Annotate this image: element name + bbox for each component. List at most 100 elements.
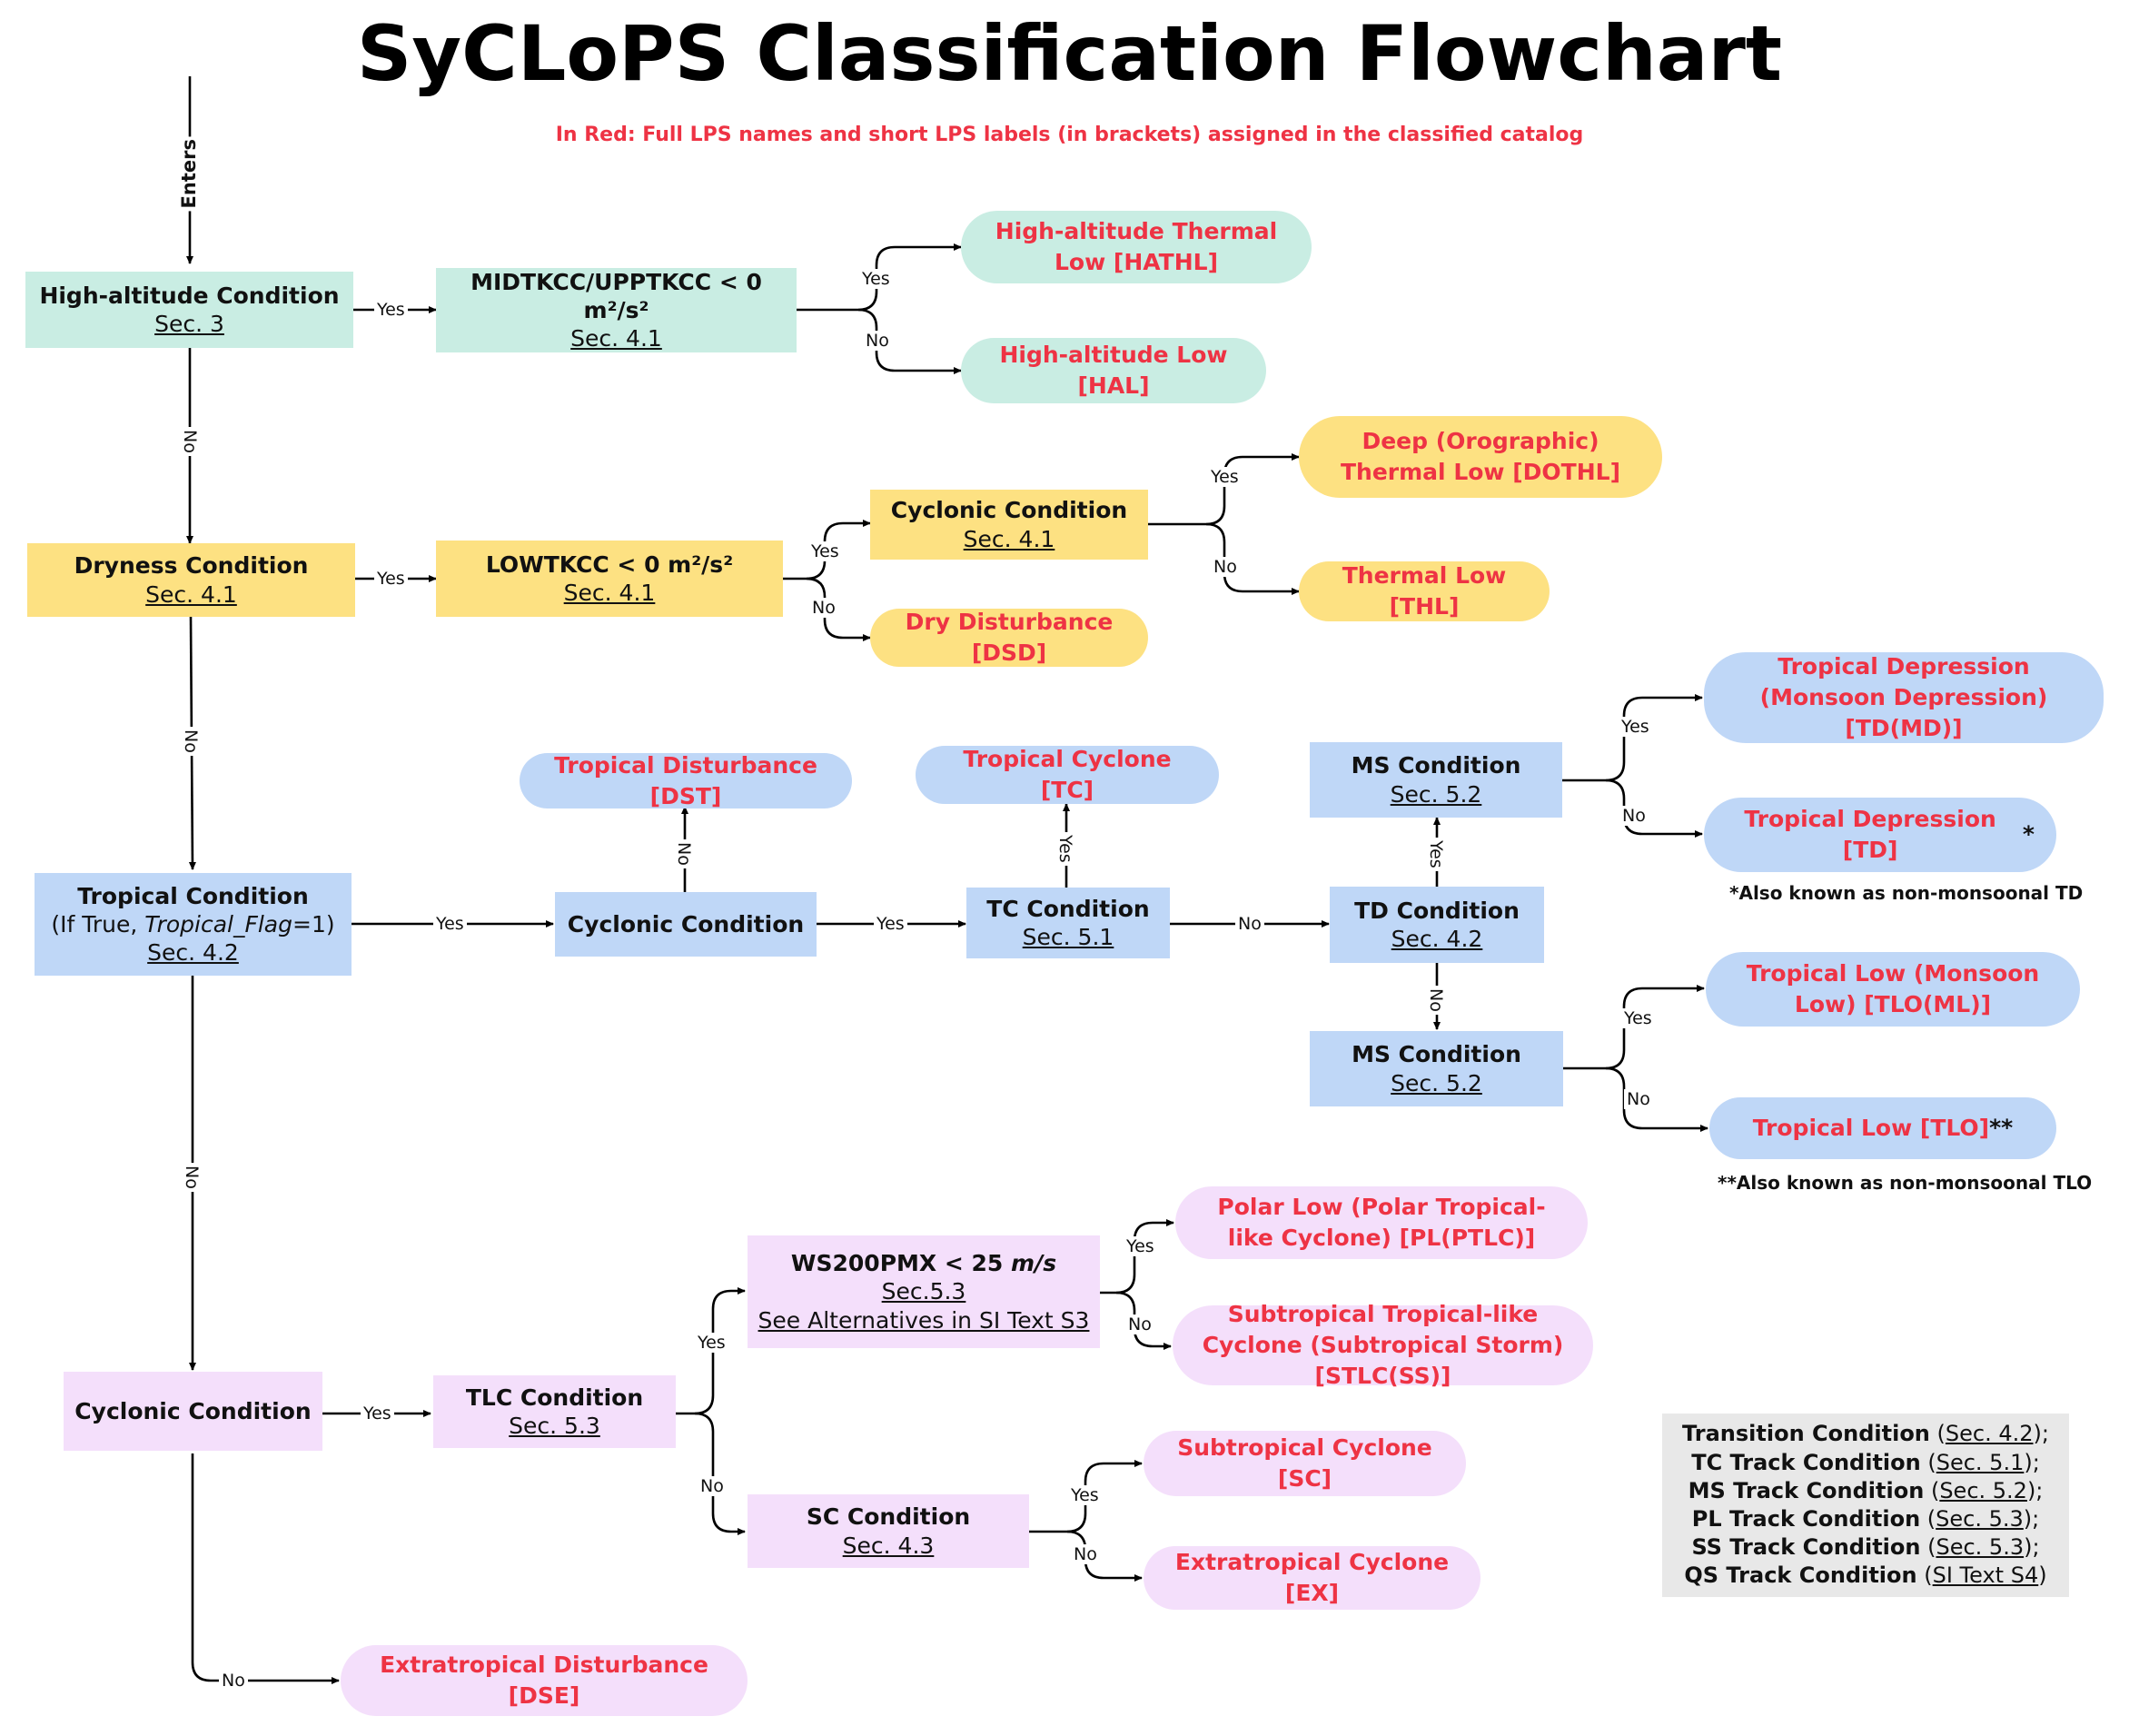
- no-label: No: [1426, 986, 1446, 1015]
- yes-label: Yes: [1426, 838, 1446, 871]
- yes-label: Yes: [1124, 1236, 1157, 1256]
- yes-label: Yes: [1619, 717, 1652, 737]
- tlc-condition-box: TLC Condition Sec. 5.3: [433, 1375, 676, 1448]
- section-link[interactable]: Sec. 4.2: [147, 939, 239, 967]
- section-link[interactable]: Sec. 4.1: [563, 580, 656, 606]
- ws200pmx-condition-box: WS200PMX < 25 m/s Sec.5.3 See Alternativ…: [748, 1235, 1100, 1348]
- legend-row: Transition Condition (Sec. 4.2);: [1682, 1421, 2049, 1447]
- section-link[interactable]: Sec. 4.1: [145, 580, 237, 608]
- section-link[interactable]: Sec. 5.3: [509, 1413, 600, 1439]
- ms-condition-lower-box: MS Condition Sec. 5.2: [1310, 1031, 1563, 1106]
- outcome-dothl: Deep (Orographic) Thermal Low [DOTHL]: [1299, 416, 1662, 498]
- td-condition-box: TD Condition Sec. 4.2: [1330, 887, 1544, 963]
- outcome-plptlc: Polar Low (Polar Tropical-like Cyclone) …: [1175, 1186, 1588, 1259]
- yes-label: Yes: [1055, 832, 1075, 866]
- condition-name: MIDTKCC/UPPTKCC < 0 m²/s²: [470, 268, 762, 323]
- outcome-dst: Tropical Disturbance [DST]: [520, 752, 852, 809]
- track-conditions-legend: Transition Condition (Sec. 4.2); TC Trac…: [1662, 1414, 2069, 1597]
- no-label: No: [698, 1476, 727, 1496]
- outcome-dsd: Dry Disturbance [DSD]: [870, 609, 1148, 667]
- no-label: No: [1619, 806, 1649, 826]
- yes-label: Yes: [374, 569, 408, 589]
- condition-name: MS Condition: [1351, 752, 1521, 779]
- page-title: SyCLoPS Classification Flowchart: [356, 9, 1783, 98]
- high-altitude-condition-box: High-altitude Condition Sec. 3: [25, 272, 353, 348]
- outcome-sc: Subtropical Cyclone [SC]: [1144, 1431, 1466, 1496]
- section-link[interactable]: Sec. 5.1: [1936, 1449, 2025, 1475]
- outcome-td: Tropical Depression [TD] *: [1704, 798, 2056, 872]
- yes-label: Yes: [808, 541, 842, 561]
- condition-name: MS Condition: [1352, 1041, 1521, 1068]
- yes-label: Yes: [1068, 1485, 1102, 1505]
- section-link[interactable]: Sec.5.3: [881, 1278, 966, 1305]
- page-subtitle: In Red: Full LPS names and short LPS lab…: [555, 124, 1584, 146]
- outcome-thl: Thermal Low [THL]: [1299, 561, 1550, 621]
- yes-label: Yes: [433, 914, 467, 934]
- condition-name: Cyclonic Condition: [74, 1397, 312, 1424]
- outcome-dse: Extratropical Disturbance [DSE]: [341, 1645, 748, 1716]
- legend-row: TC Track Condition (Sec. 5.1);: [1691, 1449, 2040, 1475]
- yes-label: Yes: [695, 1333, 728, 1353]
- condition-name: Tropical Condition: [77, 882, 309, 909]
- section-link[interactable]: Sec. 4.2: [1945, 1421, 2034, 1447]
- no-label: No: [863, 331, 892, 351]
- tropical-condition-box: Tropical Condition (If True, Tropical_Fl…: [35, 873, 352, 976]
- section-link[interactable]: Sec. 5.3: [1936, 1506, 2024, 1532]
- no-label: No: [1235, 914, 1264, 934]
- condition-name: Dryness Condition: [74, 552, 309, 580]
- yes-label: Yes: [859, 269, 893, 289]
- no-label: No: [180, 427, 200, 456]
- yes-label: Yes: [874, 914, 907, 934]
- outcome-hathl: High-altitude Thermal Low [HATHL]: [961, 211, 1312, 283]
- section-link[interactable]: Sec. 4.2: [1391, 926, 1483, 952]
- enters-label: Enters: [178, 136, 200, 212]
- section-link[interactable]: Sec. 4.1: [963, 525, 1055, 552]
- condition-name: SC Condition: [806, 1503, 971, 1531]
- tlo-footnote: **Also known as non-monsoonal TLO: [1718, 1172, 2093, 1194]
- no-label: No: [182, 1163, 202, 1192]
- legend-row: MS Track Condition (Sec. 5.2);: [1688, 1477, 2044, 1503]
- lowtkcc-condition-box: LOWTKCC < 0 m²/s² Sec. 4.1: [436, 541, 783, 617]
- section-link[interactable]: Sec. 5.2: [1939, 1477, 2027, 1503]
- section-link[interactable]: SI Text S4: [1932, 1562, 2039, 1589]
- no-label: No: [1071, 1544, 1100, 1564]
- no-label: No: [1624, 1089, 1653, 1109]
- section-link[interactable]: Sec. 4.1: [570, 325, 662, 352]
- condition-name: High-altitude Condition: [39, 282, 340, 309]
- outcome-tdmd: Tropical Depression (Monsoon Depression)…: [1704, 652, 2104, 743]
- tc-condition-box: TC Condition Sec. 5.1: [966, 888, 1170, 958]
- condition-name: TC Condition: [986, 895, 1150, 922]
- section-link[interactable]: Sec. 5.2: [1391, 1069, 1482, 1096]
- yes-label: Yes: [361, 1404, 394, 1424]
- yes-label: Yes: [374, 300, 408, 320]
- legend-row: PL Track Condition (Sec. 5.3);: [1691, 1506, 2040, 1532]
- no-label: No: [809, 598, 838, 618]
- ms-condition-upper-box: MS Condition Sec. 5.2: [1310, 742, 1562, 818]
- condition-name: TLC Condition: [465, 1384, 644, 1411]
- outcome-ex: Extratropical Cyclone [EX]: [1144, 1546, 1480, 1610]
- condition-name: LOWTKCC < 0 m²/s²: [485, 551, 734, 578]
- cyclonic-condition-tropical-box: Cyclonic Condition: [555, 892, 817, 957]
- condition-name: Cyclonic Condition: [890, 497, 1128, 524]
- td-footnote: *Also known as non-monsoonal TD: [1729, 882, 2084, 904]
- no-label: No: [1125, 1314, 1154, 1334]
- section-link[interactable]: Sec. 5.1: [1022, 924, 1114, 950]
- no-label: No: [181, 727, 201, 756]
- cyclonic-condition-extratropical-box: Cyclonic Condition: [64, 1372, 322, 1451]
- legend-row: QS Track Condition (SI Text S4): [1684, 1562, 2047, 1589]
- tropical-flag-detail: (If True, Tropical_Flag=1): [51, 910, 335, 937]
- outcome-tc: Tropical Cyclone [TC]: [916, 746, 1219, 804]
- outcome-hal: High-altitude Low [HAL]: [961, 338, 1266, 403]
- condition-name: Cyclonic Condition: [567, 910, 805, 937]
- section-link[interactable]: Sec. 5.2: [1390, 780, 1482, 808]
- no-label: No: [1211, 557, 1240, 577]
- yes-label: Yes: [1208, 467, 1242, 487]
- section-link[interactable]: Sec. 3: [154, 311, 224, 337]
- alternatives-link[interactable]: See Alternatives in SI Text S3: [758, 1306, 1090, 1334]
- section-link[interactable]: Sec. 5.3: [1936, 1534, 2025, 1561]
- outcome-tloml: Tropical Low (Monsoon Low) [TLO(ML)]: [1706, 952, 2080, 1027]
- section-link[interactable]: Sec. 4.3: [842, 1532, 935, 1559]
- dryness-condition-box: Dryness Condition Sec. 4.1: [27, 543, 355, 617]
- midtkcc-condition-box: MIDTKCC/UPPTKCC < 0 m²/s² Sec. 4.1: [436, 268, 797, 352]
- sc-condition-box: SC Condition Sec. 4.3: [748, 1494, 1029, 1568]
